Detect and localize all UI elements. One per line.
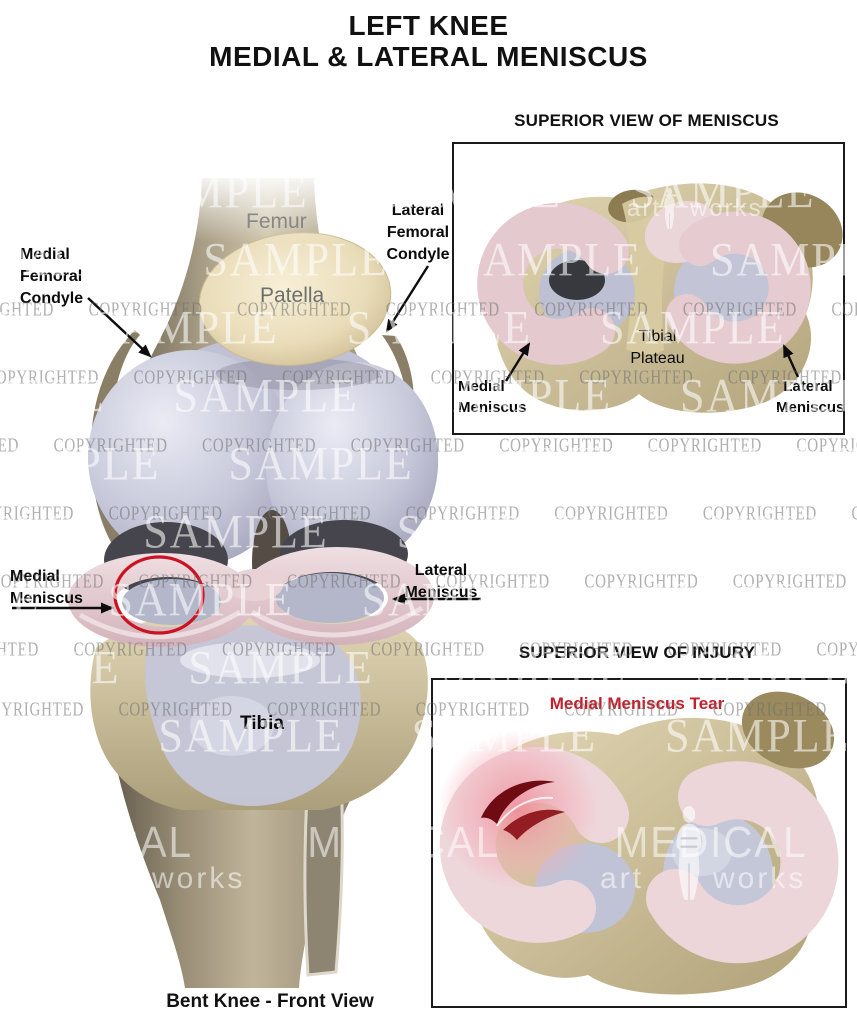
- femur-label: Femur: [246, 210, 307, 233]
- medial-meniscus-inner: [122, 579, 222, 625]
- view-caption: Bent Knee - Front View: [166, 991, 374, 1012]
- inset-injury-box: [431, 678, 847, 1008]
- lateral-condyle-cartilage: [265, 362, 439, 566]
- lateral-meniscus-label: Lateral Meniscus: [404, 562, 478, 602]
- fibula: [303, 776, 344, 977]
- lateral-bone-edge: [382, 335, 415, 448]
- meniscus-highlight-2: [250, 605, 424, 638]
- inset-tibial-plateau-label: Tibial Plateau: [630, 328, 685, 368]
- medial-meniscus-label: Medial Meniscus: [10, 568, 83, 608]
- cartilage-sheen2: [190, 696, 274, 756]
- injury-lateral-meniscus: [646, 761, 839, 964]
- tibia-label: Tibia: [240, 713, 284, 734]
- inset-medial-meniscus-label: Medial Meniscus: [458, 378, 527, 416]
- medial-femoral-condyle-label: Medial Femoral Condyle: [20, 246, 84, 308]
- cartilage-sheen3: [549, 260, 605, 300]
- injury-superior-illustration: [438, 691, 839, 995]
- inset-injury-title: SUPERIOR VIEW OF INJURY: [518, 643, 756, 662]
- inflammation-glow: [438, 730, 598, 890]
- injury-tear-label: Medial Meniscus Tear: [549, 694, 725, 713]
- anterior-horn: [227, 569, 283, 601]
- patella-shadow: [216, 358, 380, 390]
- page-title: LEFT KNEE MEDIAL & LATERAL MENISCUS: [209, 10, 648, 72]
- inset-lateral-meniscus-label: Lateral Meniscus: [776, 378, 845, 416]
- inset-meniscus-box: [452, 142, 845, 435]
- cartilage-sheen: [180, 642, 320, 678]
- patella-label: Patella: [260, 284, 325, 307]
- meniscus-tear-dark: [481, 780, 555, 824]
- lateral-meniscus-c: [666, 211, 811, 364]
- tear-highlight: [496, 796, 554, 827]
- meniscus-superior-illustration: [477, 183, 843, 413]
- meniscus-highlight-1: [78, 609, 242, 640]
- femur-fade: [100, 170, 420, 242]
- highlight-circle: [113, 555, 205, 635]
- lateral-femoral-condyle-label: Lateral Femoral Condyle: [386, 202, 450, 264]
- medial-condyle-cartilage: [87, 350, 297, 566]
- medial-meniscus-ring: [68, 553, 256, 647]
- medial-meniscus-c: [477, 202, 629, 365]
- meniscus-tear-flap: [503, 809, 565, 840]
- lateral-meniscus-ring: [239, 546, 435, 646]
- inset-meniscus-title: SUPERIOR VIEW OF MENISCUS: [514, 111, 779, 130]
- lateral-meniscus-inner: [276, 573, 384, 623]
- injury-posterior-bone: [741, 691, 835, 769]
